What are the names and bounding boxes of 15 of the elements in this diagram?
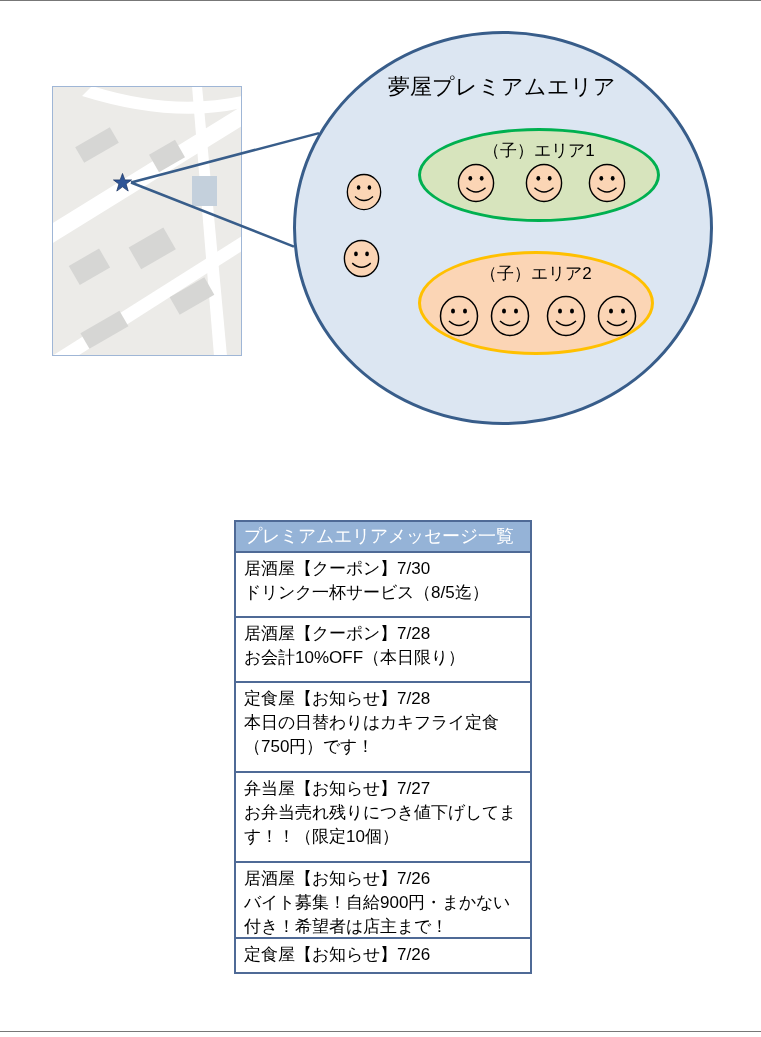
area-title: 夢屋プレミアムエリア: [388, 73, 616, 101]
area-title: （子）エリア1: [483, 140, 595, 162]
message-body: バイト募集！自給900円・まかない付き！希望者は店主まで！: [244, 892, 512, 938]
area-title: （子）エリア2: [480, 263, 592, 285]
message-title: 居酒屋【クーポン】7/30: [244, 558, 432, 580]
message-body: お弁当売れ残りにつき値下げしてます！！（限定10個）: [244, 802, 517, 848]
message-title: 居酒屋【お知らせ】7/26: [244, 868, 432, 890]
message-body: ドリンク一杯サービス（8/5迄）: [244, 582, 490, 604]
message-title: 弁当屋【お知らせ】7/27: [244, 778, 432, 800]
message-title: 定食屋【お知らせ】7/28: [244, 688, 432, 710]
message-title: 定食屋【お知らせ】7/26: [244, 944, 432, 966]
message-body: 本日の日替わりはカキフライ定食（750円）です！: [244, 712, 500, 758]
message-body: お会計10%OFF（本日限り）: [244, 647, 467, 669]
message-title: 居酒屋【クーポン】7/28: [244, 623, 432, 645]
table-header: プレミアムエリアメッセージ一覧: [236, 522, 530, 553]
